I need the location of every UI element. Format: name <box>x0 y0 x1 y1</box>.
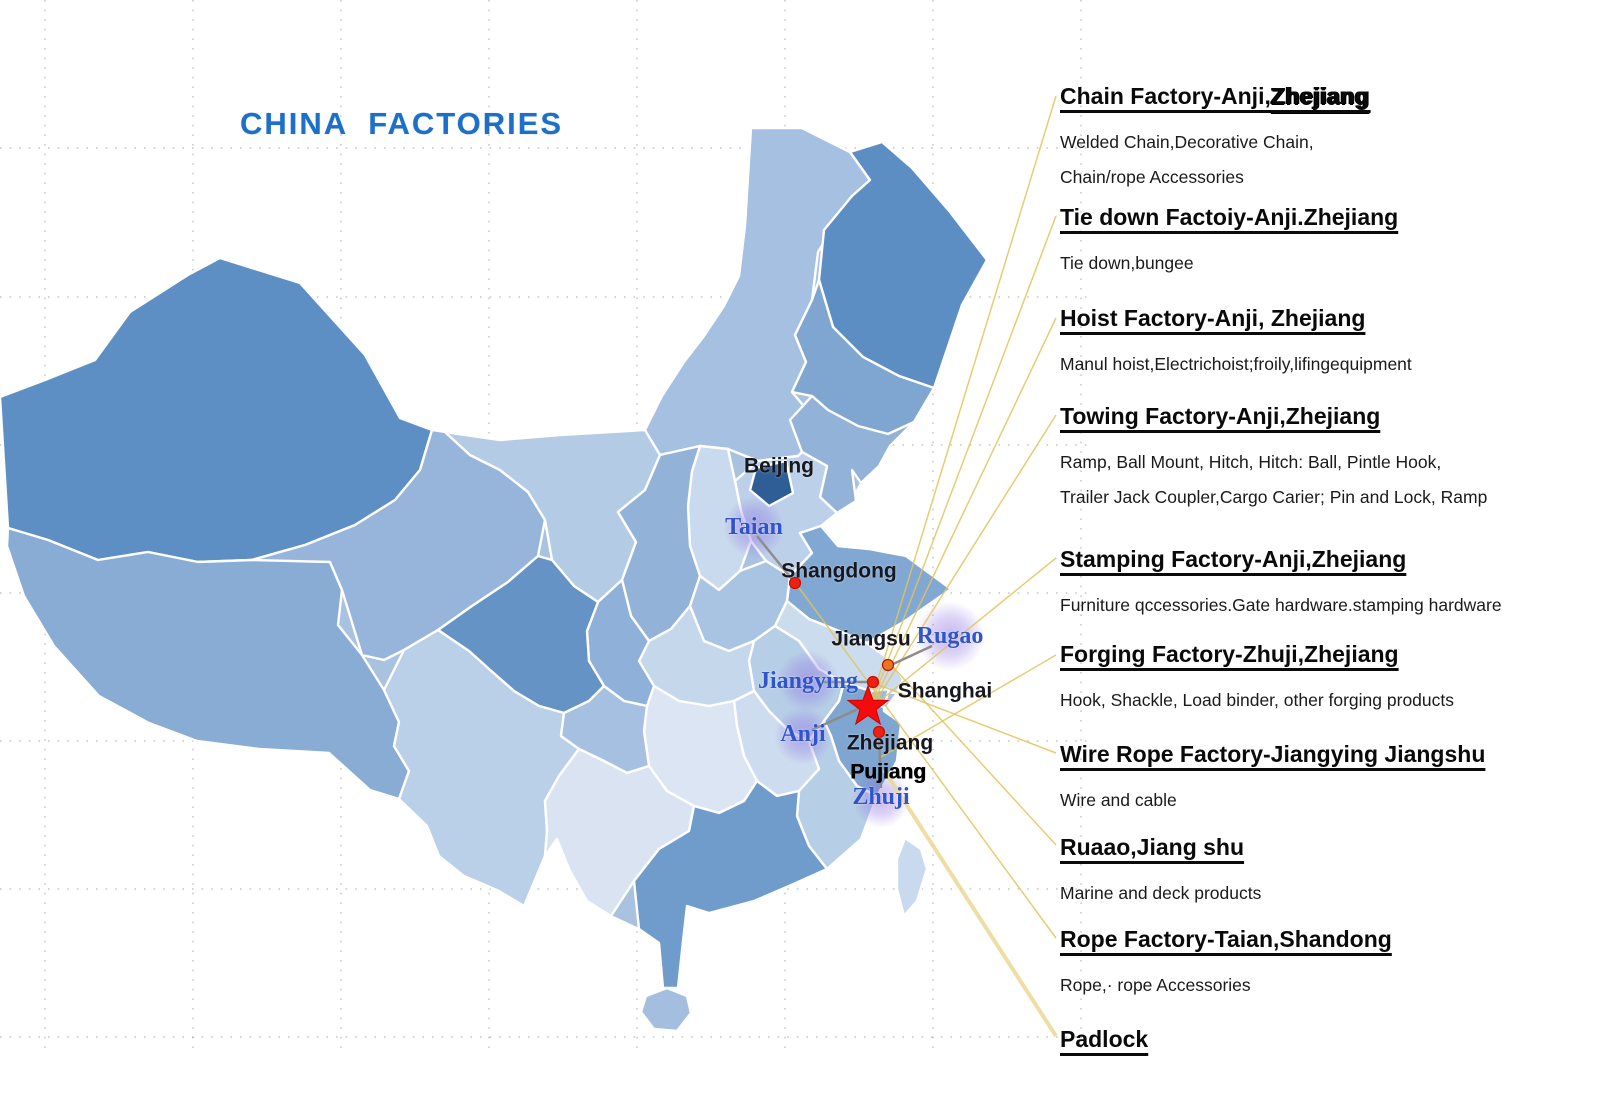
factory-item-wirerope: Wire Rope Factory-Jiangying Jiangshu Wir… <box>1060 738 1616 818</box>
factory-name: Towing Factory-Anji,Zhejiang <box>1060 403 1381 429</box>
factory-item-chain: Chain Factory-Anji,Zhejiang Welded Chain… <box>1060 80 1616 195</box>
factory-name: Hoist Factory-Anji, Zhejiang <box>1060 305 1366 331</box>
label-connector-line <box>877 735 883 789</box>
city-glow <box>723 496 785 558</box>
factory-name: Chain Factory-Anji,Zhejiang <box>1060 80 1616 112</box>
factory-connector-line <box>875 683 1057 754</box>
star-marker <box>846 684 890 726</box>
factory-products-line: Chain/rope Accessories <box>1060 167 1244 187</box>
province-guangxi <box>543 747 696 918</box>
province-beijing-region <box>748 459 795 508</box>
factory-products-line: Rope,· rope Accessories <box>1060 975 1251 995</box>
factory-products-line: Wire and cable <box>1060 790 1177 810</box>
factory-name: Tie down Factoiy-Anji.Zhejiang <box>1060 204 1399 230</box>
zhuji-label: Zhuji <box>852 784 910 810</box>
factory-connector-line <box>874 414 1057 703</box>
factory-item-rope: Rope Factory-Taian,Shandong Rope,· rope … <box>1060 923 1616 1003</box>
factory-item-ruaao: Ruaao,Jiang shu Marine and deck products <box>1060 831 1616 911</box>
label-connector-line <box>811 707 859 732</box>
province-guizhou <box>559 684 651 775</box>
beijing-label: Beijing <box>743 454 815 478</box>
city-glow <box>777 650 839 712</box>
factory-products-line: Trailer Jack Coupler,Cargo Carier; Pin a… <box>1060 487 1488 507</box>
factory-connector-line <box>873 317 1057 702</box>
province-yunnan <box>382 628 581 908</box>
factory-item-towing: Towing Factory-Anji,Zhejiang Ramp, Ball … <box>1060 400 1616 515</box>
jiangying-label: Jiangying <box>757 668 859 694</box>
zhejiang-label: Zhejiang <box>846 731 934 755</box>
factory-connector-line <box>872 215 1057 701</box>
factory-name: Rope Factory-Taian,Shandong <box>1060 926 1392 952</box>
factory-products-line: Marine and deck products <box>1060 883 1262 903</box>
shangdong-label: Shangdong <box>781 559 897 583</box>
factory-connector-line <box>882 768 1058 1038</box>
province-taiwan <box>895 836 929 918</box>
factory-name: Wire Rope Factory-Jiangying Jiangshu <box>1060 741 1486 767</box>
factory-item-stamping: Stamping Factory-Anji,Zhejiang Furniture… <box>1060 543 1616 623</box>
factory-item-padlock: Padlock <box>1060 1023 1616 1055</box>
factory-name: Forging Factory-Zhuji,Zhejiang <box>1060 641 1399 667</box>
factory-name: Padlock <box>1060 1026 1149 1052</box>
factory-item-forging: Forging Factory-Zhuji,Zhejiang Hook, Sha… <box>1060 638 1616 718</box>
factory-products-line: Manul hoist,Electrichoist;froily,lifinge… <box>1060 354 1412 374</box>
factory-connector-line <box>892 666 1057 846</box>
location-dot <box>866 675 880 689</box>
shanghai-label: Shanghai <box>897 679 993 703</box>
factory-products-line: Hook, Shackle, Load binder, other forgin… <box>1060 690 1454 710</box>
location-dot <box>872 725 886 739</box>
factory-connector-line <box>796 584 1057 939</box>
province-hainan <box>639 986 693 1033</box>
factory-products-line: Tie down,bungee <box>1060 253 1194 273</box>
factory-item-tiedown: Tie down Factoiy-Anji.Zhejiang Tie down,… <box>1060 201 1616 281</box>
page-title: CHINA FACTORIES <box>240 106 564 141</box>
factory-products-line: Furniture qccessories.Gate hardware.stam… <box>1060 595 1502 615</box>
factory-connector-line <box>875 557 1057 705</box>
factory-name: Stamping Factory-Anji,Zhejiang <box>1060 546 1407 572</box>
pujiang-label: Pujiang <box>850 760 926 784</box>
location-dot <box>788 576 802 590</box>
factory-products-line: Welded Chain,Decorative Chain, <box>1060 132 1314 152</box>
rugao-label: Rugao <box>916 623 984 649</box>
factory-name: Ruaao,Jiang shu <box>1060 834 1245 860</box>
factory-connector-line <box>871 95 1057 700</box>
factory-products-line: Ramp, Ball Mount, Hitch, Hitch: Ball, Pi… <box>1060 452 1442 472</box>
city-glow <box>774 707 832 765</box>
jiangsu-label: Jiangsu <box>831 627 911 651</box>
location-dot <box>881 658 895 672</box>
factory-item-hoist: Hoist Factory-Anji, Zhejiang Manul hoist… <box>1060 302 1616 382</box>
anji-label: Anji <box>780 721 826 747</box>
province-guangdong <box>632 779 829 990</box>
label-connector-line <box>890 644 933 667</box>
taian-label: Taian <box>725 514 783 540</box>
city-glow <box>915 601 985 671</box>
label-connector-line <box>756 535 796 584</box>
factory-name-text: Chain Factory-Anji, <box>1060 83 1271 109</box>
factory-name-smudge: Zhejiang <box>1270 83 1370 109</box>
